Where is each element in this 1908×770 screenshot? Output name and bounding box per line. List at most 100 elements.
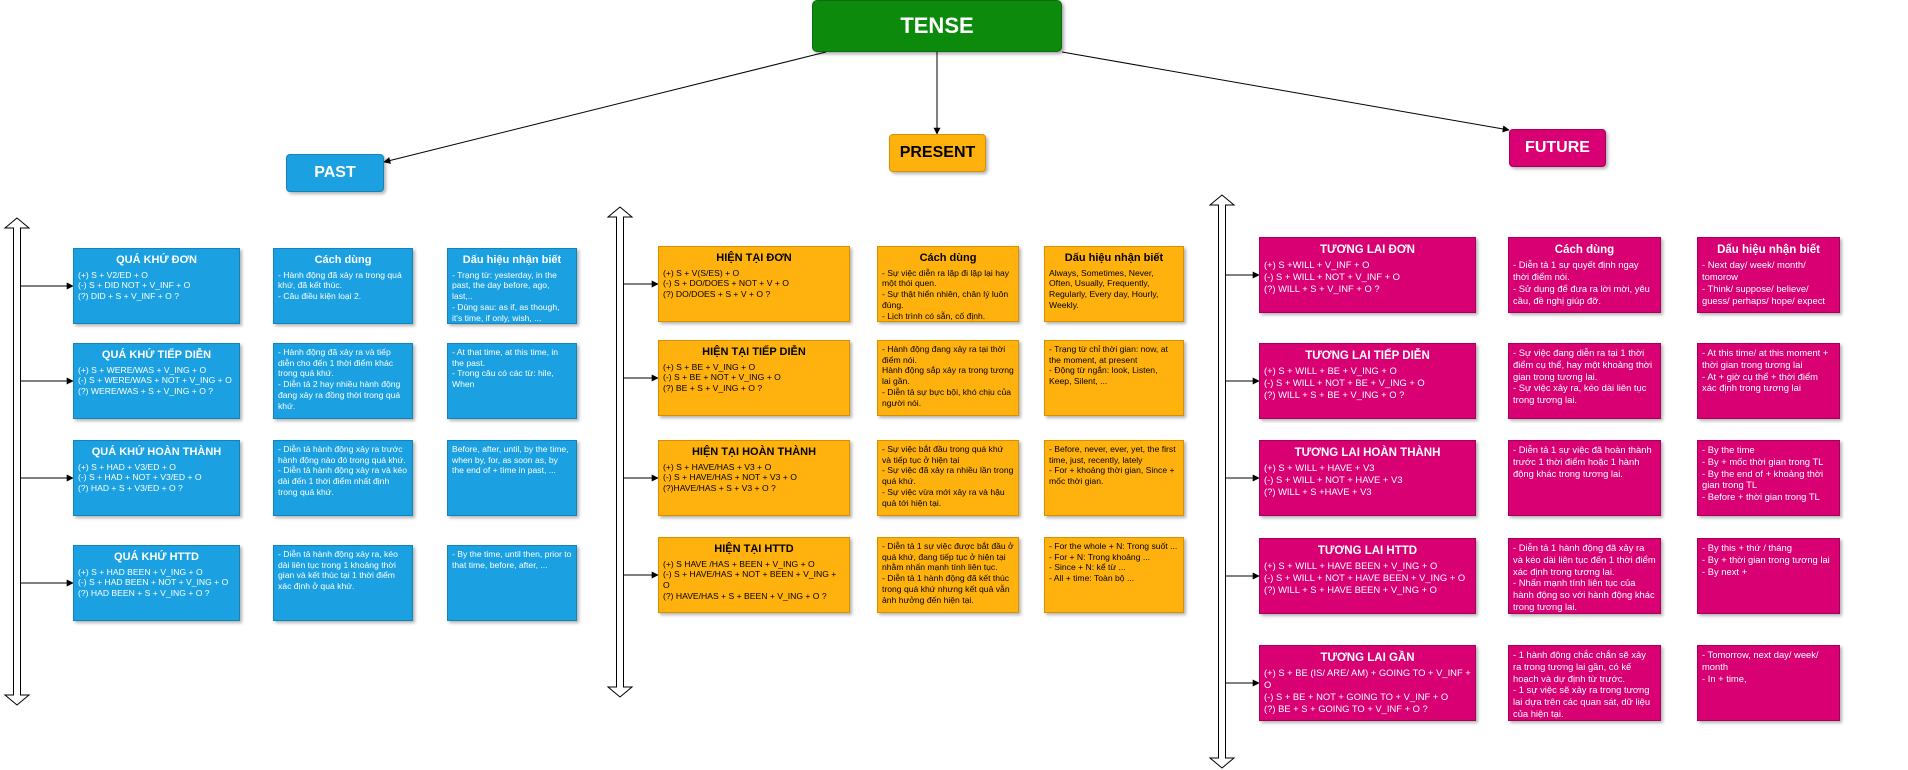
double-arrow-future bbox=[1208, 194, 1236, 769]
present-usage-box-1[interactable]: Cách dùng- Sự việc diễn ra lặp đi lặp lạ… bbox=[877, 246, 1019, 322]
root-node-tense[interactable]: TENSE bbox=[812, 0, 1062, 52]
future-formula-box-2[interactable]: TƯƠNG LAI TIẾP DIỄN(+) S + WILL + BE + V… bbox=[1259, 343, 1476, 419]
future-usage-box-2[interactable]: - Sự việc đang diễn ra tại 1 thời điểm c… bbox=[1508, 343, 1661, 419]
cell-line: - Câu điều kiện loại 2. bbox=[278, 291, 362, 302]
cell-line: (+) S + BE (IS/ ARE/ AM) + GOING TO + V_… bbox=[1264, 667, 1474, 691]
cell-line: - 1 sự việc sẽ xảy ra trong tương lai dự… bbox=[1513, 684, 1653, 719]
cell-title: TƯƠNG LAI HOÀN THÀNH bbox=[1294, 447, 1441, 459]
cell-line: (-) S + HAVE/HAS + NOT + BEEN + V_ING + … bbox=[663, 569, 839, 591]
cell-line: (-) S + WILL + NOT + BE + V_ING + O bbox=[1264, 377, 1425, 389]
future-usage-box-1[interactable]: Cách dùng- Diễn tả 1 sự quyết định ngay … bbox=[1508, 237, 1661, 313]
cell-title: QUÁ KHỨ HOÀN THÀNH bbox=[91, 446, 222, 458]
cell-line: (?) WILL + S + BE + V_ING + O ? bbox=[1264, 388, 1405, 400]
present-signs-box-3[interactable]: - Before, never, ever, yet, the first ti… bbox=[1044, 440, 1184, 516]
cell-line: (+) S +WILL + V_INF + O bbox=[1264, 259, 1370, 271]
future-formula-box-4[interactable]: TƯƠNG LAI HTTD (+) S + WILL + HAVE BEEN +… bbox=[1259, 538, 1476, 614]
cell-line: - Dùng sau: as if, as though, it's time,… bbox=[452, 301, 562, 323]
cell-line: - Sự việc diễn ra lặp đi lặp lại hay một… bbox=[882, 267, 1012, 289]
branch-node-future[interactable]: FUTURE bbox=[1509, 129, 1606, 167]
cell-line: (?) DO/DOES + S + V + O ? bbox=[663, 289, 771, 300]
cell-line: - Diễn tả hành động xảy ra, kéo dài liên… bbox=[278, 549, 401, 592]
future-formula-box-5[interactable]: TƯƠNG LAI GẦN(+) S + BE (IS/ ARE/ AM) + … bbox=[1259, 645, 1476, 721]
cell-title: HIỆN TẠI TIẾP DIỄN bbox=[702, 346, 806, 358]
future-formula-box-1[interactable]: TƯƠNG LAI ĐƠN(+) S +WILL + V_INF + O(-) … bbox=[1259, 237, 1476, 313]
past-formula-box-4[interactable]: QUÁ KHỨ HTTD(+) S + HAD BEEN + V_ING + O… bbox=[73, 545, 240, 621]
cell-line: - Diễn tả 1 sự việc được bắt đầu ở quá k… bbox=[882, 541, 1017, 573]
future-usage-box-4[interactable]: - Diễn tả 1 hành động đã xảy ra và kéo d… bbox=[1508, 538, 1661, 614]
cell-title: QUÁ KHỨ ĐƠN bbox=[116, 254, 197, 266]
cell-line: - Sự việc đang diễn ra tại 1 thời điểm c… bbox=[1513, 347, 1655, 382]
cell-line: - For the whole + N: Trong suốt ... bbox=[1049, 541, 1178, 551]
present-formula-box-1[interactable]: HIỆN TẠI ĐƠN(+) S + V(S/ES) + O(-) S + D… bbox=[658, 246, 850, 322]
cell-line: (+) S + HAVE/HAS + V3 + O bbox=[663, 461, 772, 472]
future-signs-box-1[interactable]: Dấu hiệu nhận biết- Next day/ week/ mont… bbox=[1697, 237, 1840, 313]
cell-title: TƯƠNG LAI HTTD bbox=[1317, 545, 1418, 557]
future-formula-box-3[interactable]: TƯƠNG LAI HOÀN THÀNH(+) S + WILL + HAVE … bbox=[1259, 440, 1476, 516]
future-usage-box-3[interactable]: - Diễn tả 1 sự việc đã hoàn thành trước … bbox=[1508, 440, 1661, 516]
cell-line: - Next day/ week/ month/ tomorow bbox=[1702, 259, 1809, 283]
cell-line: - Sự việc xảy ra, kéo dài liên tục trong… bbox=[1513, 382, 1650, 405]
past-formula-box-3[interactable]: QUÁ KHỨ HOÀN THÀNH(+) S + HAD + V3/ED + … bbox=[73, 440, 240, 516]
branch-title: PAST bbox=[314, 164, 356, 181]
cell-line: - At this time/ at this moment + thời gi… bbox=[1702, 347, 1831, 370]
cell-line: - Sử dụng để đưa ra lời mời, yêu cầu, đề… bbox=[1513, 282, 1653, 306]
cell-line: - Diễn tả sự bực bội, khó chịu của người… bbox=[882, 386, 1014, 408]
cell-line: (+) S + HAD BEEN + V_ING + O bbox=[78, 566, 203, 577]
cell-line: - Động từ ngắn: look, Listen, Keep, Sile… bbox=[1049, 365, 1160, 387]
cell-line: - For + khoảng thời gian, Since + mốc th… bbox=[1049, 465, 1177, 487]
cell-line: - Trạng từ: yesterday, in the past, the … bbox=[452, 269, 560, 302]
past-signs-box-1[interactable]: Dấu hiệu nhận biết- Trạng từ: yesterday,… bbox=[447, 248, 577, 324]
cell-line: - By next + bbox=[1702, 565, 1748, 577]
cell-line: - Diễn tả 1 hành động đã kết thúc trong … bbox=[882, 573, 1013, 605]
cell-line: (?) WILL + S + V_INF + O ? bbox=[1264, 282, 1380, 294]
future-signs-box-2[interactable]: - At this time/ at this moment + thời gi… bbox=[1697, 343, 1840, 419]
future-signs-box-4[interactable]: - By this + thứ / tháng- By + thời gian … bbox=[1697, 538, 1840, 614]
past-usage-box-2[interactable]: - Hành động đã xảy ra và tiếp diễn cho đ… bbox=[273, 343, 413, 419]
cell-line: - At that time, at this time, in the pas… bbox=[452, 347, 561, 368]
cell-line: (+) S HAVE /HAS + BEEN + V_ING + O bbox=[663, 558, 815, 569]
past-formula-box-2[interactable]: QUÁ KHỨ TIẾP DIỄN(+) S + WERE/WAS + V_IN… bbox=[73, 343, 240, 419]
past-formula-box-1[interactable]: QUÁ KHỨ ĐƠN(+) S + V2/ED + O(-) S + DID … bbox=[73, 248, 240, 324]
cell-line: (+) S + WILL + HAVE BEEN + V_ING + O bbox=[1264, 560, 1438, 572]
root-title: TENSE bbox=[900, 13, 974, 38]
cell-line: (+) S + V2/ED + O bbox=[78, 269, 148, 280]
past-signs-box-2[interactable]: - At that time, at this time, in the pas… bbox=[447, 343, 577, 419]
cell-line: (?) WERE/WAS + S + V_ING + O ? bbox=[78, 386, 214, 397]
past-usage-box-1[interactable]: Cách dùng- Hành động đã xảy ra trong quá… bbox=[273, 248, 413, 324]
cell-line: - By the end of + khoảng thời gian trong… bbox=[1702, 467, 1826, 491]
present-signs-box-4[interactable]: - For the whole + N: Trong suốt ...- For… bbox=[1044, 537, 1184, 613]
cell-line: (?) HAD + S + V3/ED + O ? bbox=[78, 483, 183, 494]
cell-line: - Sự thật hiển nhiên, chân lý luôn đúng. bbox=[882, 289, 1011, 310]
cell-line: - Tomorrow, next day/ week/ month bbox=[1702, 649, 1822, 672]
cell-line: - All + time: Toàn bộ ... bbox=[1049, 573, 1135, 584]
present-signs-box-2[interactable]: - Trạng từ chỉ thời gian: now, at the mo… bbox=[1044, 340, 1184, 416]
present-usage-box-2[interactable]: - Hành động đang xảy ra tại thời điểm nó… bbox=[877, 340, 1019, 416]
past-usage-box-3[interactable]: - Diễn tả hành động xảy ra trước hành độ… bbox=[273, 440, 413, 516]
cell-title: QUÁ KHỨ TIẾP DIỄN bbox=[101, 349, 212, 361]
present-formula-box-2[interactable]: HIỆN TẠI TIẾP DIỄN(+) S + BE + V_ING + O… bbox=[658, 340, 850, 416]
present-usage-box-3[interactable]: - Sự việc bắt đầu trong quá khứ và tiếp … bbox=[877, 440, 1019, 516]
past-signs-box-3[interactable]: Before, after, until, by the time, when … bbox=[447, 440, 577, 516]
past-signs-box-4[interactable]: - By the time, until then, prior to that… bbox=[447, 545, 577, 621]
future-signs-box-5[interactable]: - Tomorrow, next day/ week/ month- In + … bbox=[1697, 645, 1840, 721]
present-usage-box-4[interactable]: - Diễn tả 1 sự việc được bắt đầu ở quá k… bbox=[877, 537, 1019, 613]
cell-line: (?) HAD BEEN + S + V_ING + O ? bbox=[78, 588, 210, 599]
cell-title: Dấu hiệu nhận biết bbox=[1064, 252, 1164, 264]
cell-line: - By the time, until then, prior to that… bbox=[452, 549, 574, 570]
future-usage-box-5[interactable]: - 1 hành động chắc chắn sẽ xảy ra trong … bbox=[1508, 645, 1661, 721]
cell-line: - Hành động đã xảy ra và tiếp diễn cho đ… bbox=[278, 347, 396, 379]
past-usage-box-4[interactable]: - Diễn tả hành động xảy ra, kéo dài liên… bbox=[273, 545, 413, 621]
present-formula-box-4[interactable]: HIỆN TẠI HTTD (+) S HAVE /HAS + BEEN + V_… bbox=[658, 537, 850, 613]
cell-title: TƯƠNG LAI ĐƠN bbox=[1320, 244, 1415, 256]
future-signs-box-3[interactable]: - By the time- By + mốc thời gian trong … bbox=[1697, 440, 1840, 516]
connector-root-future bbox=[1061, 51, 1510, 133]
branch-node-present[interactable]: PRESENT bbox=[889, 134, 986, 172]
cell-title: HIỆN TẠI HTTD bbox=[714, 543, 794, 555]
cell-line: - In + time, bbox=[1702, 672, 1747, 684]
present-formula-box-3[interactable]: HIỆN TẠI HOÀN THÀNH(+) S + HAVE/HAS + V3… bbox=[658, 440, 850, 516]
branch-node-past[interactable]: PAST bbox=[286, 154, 384, 192]
cell-line: Hành động sắp xảy ra trong tương lai gần… bbox=[882, 365, 1017, 387]
cell-line: (?) BE + S + GOING TO + V_INF + O ? bbox=[1264, 702, 1428, 714]
